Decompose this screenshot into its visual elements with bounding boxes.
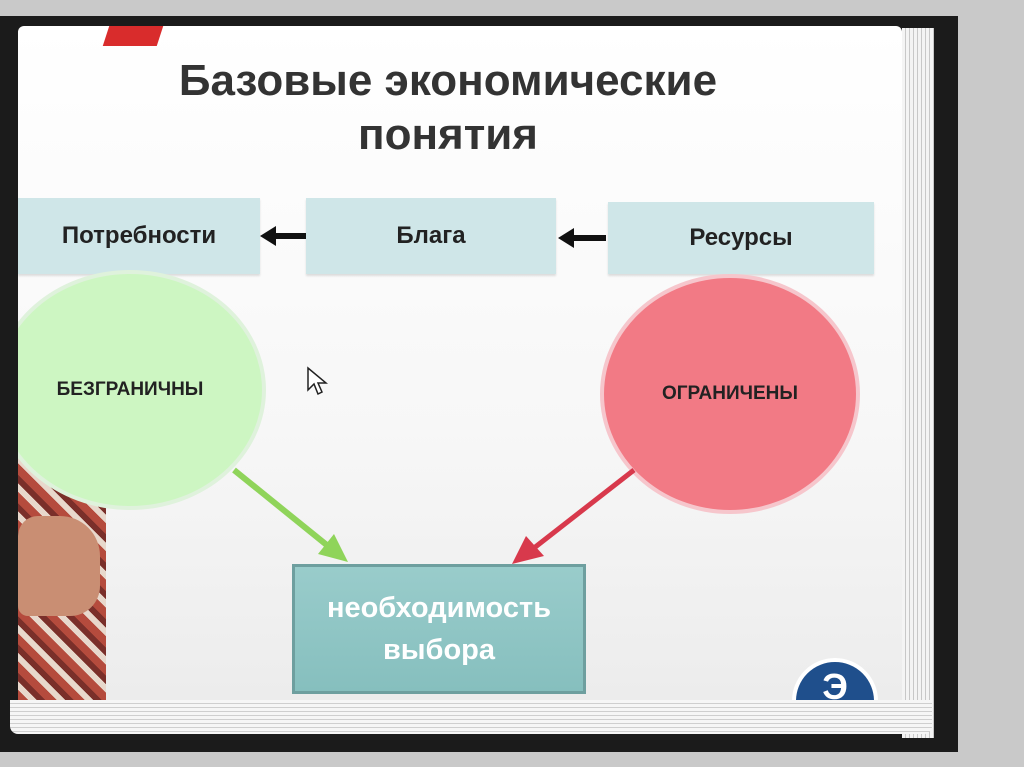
slide: Базовые экономические понятия Потребност… (18, 26, 902, 700)
title-line-1: Базовые экономические (178, 56, 718, 105)
presenter-hand (18, 516, 100, 616)
title-line-2: понятия (358, 110, 538, 159)
brand-logo-icon: Э (792, 658, 878, 700)
limited-label: ОГРАНИЧЕНЫ (662, 383, 798, 404)
resources-box: Ресурсы (608, 202, 874, 274)
needs-box: Потребности (18, 198, 260, 274)
mouse-pointer-icon (307, 366, 328, 396)
arrow-resources-to-goods (558, 228, 606, 248)
choice-necessity-box: необходимость выбора (292, 564, 586, 694)
slide-title: Базовые экономические понятия (38, 54, 858, 162)
result-line-2: выбора (382, 634, 496, 666)
red-arrow (512, 468, 636, 564)
arrow-goods-to-needs (260, 226, 306, 246)
book-page-edges-bottom (10, 700, 932, 734)
limited-circle: ОГРАНИЧЕНЫ (600, 274, 860, 514)
result-line-1: необходимость (326, 592, 552, 624)
green-arrow (232, 467, 348, 562)
unlimited-label: БЕЗГРАНИЧНЫ (56, 379, 204, 400)
book-page-edges-right (902, 28, 934, 738)
red-corner-tab (102, 26, 164, 46)
unlimited-circle: БЕЗГРАНИЧНЫ (18, 270, 266, 510)
goods-box: Блага (306, 198, 556, 274)
